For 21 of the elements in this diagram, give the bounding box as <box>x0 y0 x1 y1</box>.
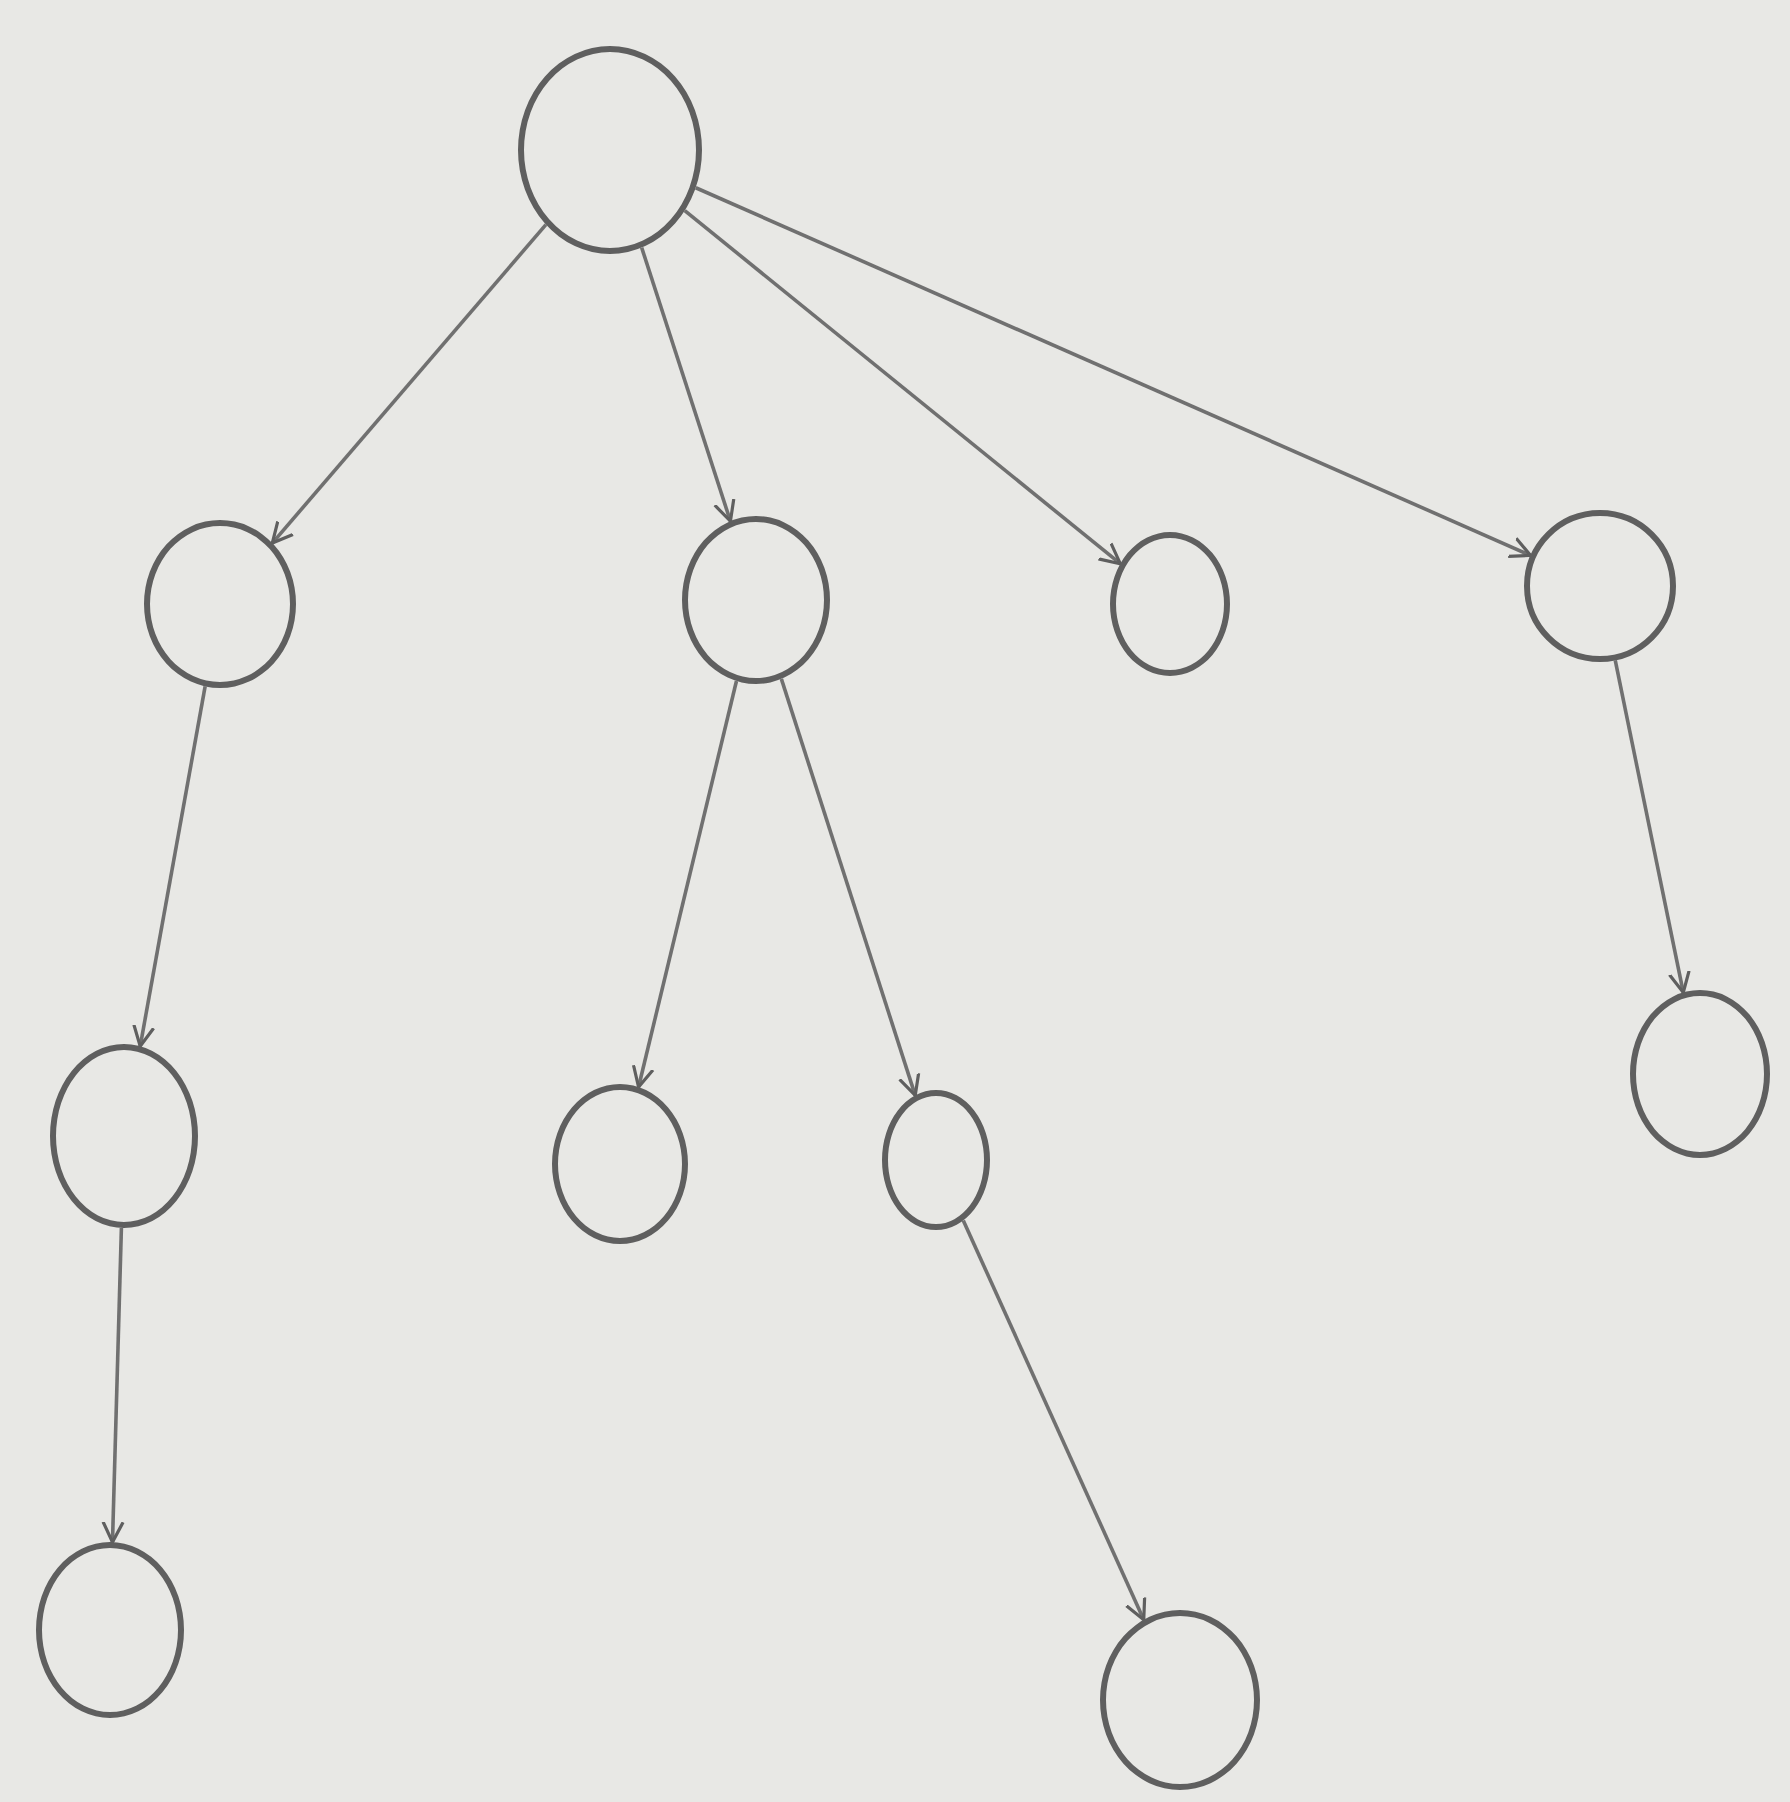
circle-node <box>882 1090 990 1230</box>
circle-node <box>50 1044 198 1228</box>
circle-node <box>682 516 830 684</box>
arrow <box>695 186 1533 559</box>
arrow <box>132 686 207 1048</box>
circle-node <box>1100 1610 1260 1790</box>
arrow <box>961 1219 1147 1622</box>
arrow <box>101 1227 125 1544</box>
circle-node <box>144 520 296 688</box>
circle-node <box>1524 510 1676 662</box>
arrow <box>779 678 921 1097</box>
circle-node <box>1630 990 1770 1158</box>
arrow <box>1613 660 1691 995</box>
arrow <box>683 209 1122 566</box>
circle-node <box>36 1542 184 1718</box>
circle-node <box>552 1084 688 1244</box>
arrow <box>631 680 739 1089</box>
arrow <box>639 247 736 523</box>
arrow <box>270 223 548 545</box>
circle-node <box>518 46 702 254</box>
circle-node <box>1110 532 1230 676</box>
